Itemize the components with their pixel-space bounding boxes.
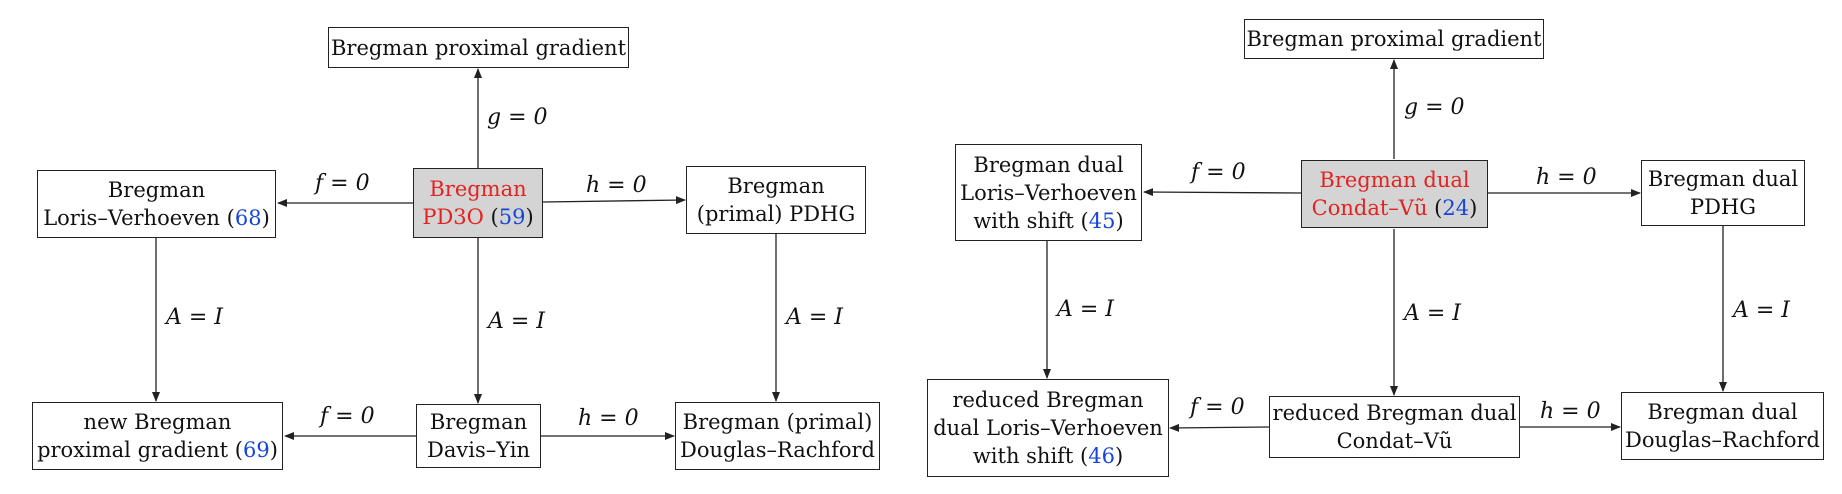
label-left-h0-bottom: h = 0 <box>578 406 639 431</box>
node-left-top: Bregman proximal gradient <box>328 27 629 68</box>
label-left-ae: A = I <box>786 305 843 330</box>
node-left-southwest: new Bregman proximal gradient (69) <box>32 402 283 470</box>
label-right-aw: A = I <box>1057 297 1114 322</box>
label-right-ac: A = I <box>1404 301 1461 326</box>
node-right-south: reduced Bregman dual Condat–Vũ <box>1269 396 1520 458</box>
label-right-h0-bottom: h = 0 <box>1540 399 1601 424</box>
label-right-f0-bottom: f = 0 <box>1190 395 1245 420</box>
node-left-southeast: Bregman (primal) Douglas–Rachford <box>675 402 880 470</box>
node-right-southeast: Bregman dual Douglas–Rachford <box>1621 392 1824 460</box>
edge-right-south-to-southwest <box>1169 423 1270 432</box>
node-right-top: Bregman proximal gradient <box>1244 19 1544 59</box>
label-left-ac: A = I <box>488 309 545 334</box>
label-left-aw: A = I <box>166 305 223 330</box>
label-left-f0: f = 0 <box>315 171 370 196</box>
node-right-southwest: reduced Bregman dual Loris–Verhoeven wit… <box>927 379 1169 477</box>
node-right-west: Bregman dual Loris–Verhoeven with shift … <box>955 144 1142 241</box>
node-left-east: Bregman (primal) PDHG <box>686 166 866 234</box>
label-left-h0: h = 0 <box>586 173 647 198</box>
edge-left-center-to-east <box>542 196 686 205</box>
label-left-f0-bottom: f = 0 <box>320 404 375 429</box>
node-right-center: Bregman dual Condat–Vũ (24) <box>1301 160 1488 228</box>
label-right-h0: h = 0 <box>1536 165 1597 190</box>
node-left-south: Bregman Davis–Yin <box>416 404 541 468</box>
node-right-east: Bregman dual PDHG <box>1641 160 1805 226</box>
label-left-g0: g = 0 <box>487 105 548 130</box>
edge-right-center-to-west <box>1143 188 1302 197</box>
label-right-ae: A = I <box>1733 298 1790 323</box>
label-right-g0: g = 0 <box>1404 95 1465 120</box>
node-left-west: Bregman Loris–Verhoeven (68) <box>37 170 276 238</box>
label-right-f0: f = 0 <box>1191 160 1246 185</box>
node-left-center: Bregman PD3O (59) <box>413 168 543 238</box>
